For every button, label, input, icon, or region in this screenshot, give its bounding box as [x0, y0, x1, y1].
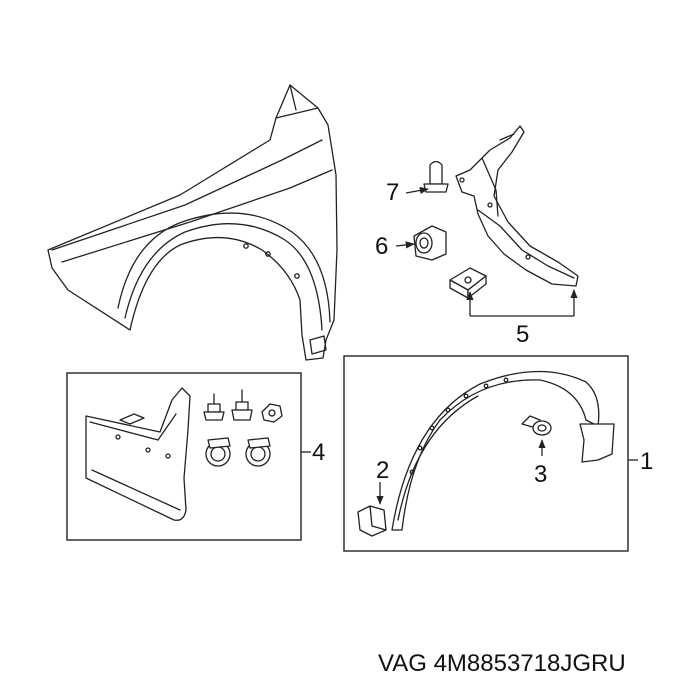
part-number-caption: VAG 4M8853718JGRU: [378, 650, 678, 678]
callout-4: 4: [312, 439, 325, 466]
callout-5: 5: [516, 321, 529, 348]
mudflap: [85, 387, 191, 521]
leader-6: [395, 241, 415, 249]
callout-3: 3: [534, 461, 547, 488]
brand-label: VAG: [378, 650, 427, 677]
screws-and-clamps: [203, 389, 283, 467]
leader-7: [405, 186, 429, 195]
callout-2: 2: [376, 457, 389, 484]
callout-6: 6: [375, 233, 388, 260]
front-fender: [47, 84, 338, 361]
fender-bracket: [455, 125, 579, 287]
part-number: 4M8853718JGRU: [433, 650, 626, 677]
rivet-part-7: [423, 160, 449, 193]
screw-part-3: [521, 415, 552, 436]
mudflap-kit-box: [66, 372, 302, 541]
callout-1: 1: [640, 448, 653, 475]
clip-nut-part-5: [449, 267, 487, 299]
clip-part-2: [357, 505, 387, 537]
grommet-part-6: [413, 225, 447, 261]
callout-7: 7: [386, 179, 399, 206]
wheel-arch-trim: [391, 370, 615, 531]
wheel-arch-trim-box: [343, 355, 629, 552]
